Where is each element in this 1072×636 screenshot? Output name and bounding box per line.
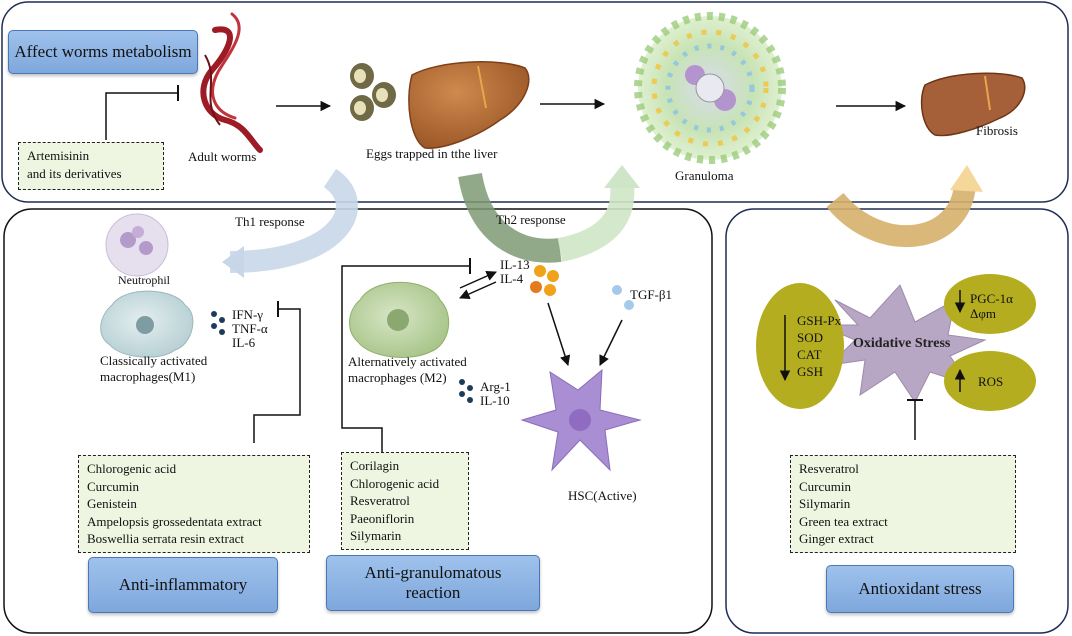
th2-cytokine-icon [530, 265, 559, 296]
list-item: Genistein [87, 496, 137, 511]
th2-arrow [557, 183, 635, 262]
fibrosis-label: Fibrosis [976, 123, 1018, 138]
th1-arrow [229, 168, 358, 273]
eggs-icon [350, 63, 396, 121]
antioxidant-stress-button[interactable]: Antioxidant stress [826, 565, 1014, 613]
middle-panel [3, 208, 713, 634]
tgf-label: TGF-β1 [630, 287, 673, 302]
adult-worms-label: Adult worms [188, 149, 257, 164]
eggs-label: Eggs trapped in tthe liver [366, 146, 498, 161]
cytokine-dots-icon [211, 311, 473, 403]
anti-granulomatous-line1: Anti-granulomatous [364, 563, 502, 582]
macrophage-m1-icon [100, 290, 194, 358]
list-item: Chlorogenic acid [350, 475, 440, 491]
macrophage-m2-icon [349, 281, 450, 358]
fibrosis-arrow-head [950, 165, 983, 192]
anti-granulomatous-line2: reaction [405, 583, 461, 602]
list-item: Green tea extract [799, 513, 888, 529]
hsc-icon [520, 368, 642, 472]
list-item: Ampelopsis grossedentata extract [87, 513, 262, 529]
list-item: Corilagin [350, 458, 400, 473]
list-item: Paeoniflorin [350, 510, 415, 526]
artemisinin-inhibition [105, 92, 178, 140]
oxidative-stress-label: Oxidative Stress [853, 336, 951, 351]
list-item: Silymarin [350, 528, 402, 543]
list-item: Curcumin [87, 478, 139, 494]
ros-ellipse [944, 351, 1036, 411]
list-item: Ginger extract [799, 531, 874, 546]
affect-worms-metabolism-button[interactable]: Affect worms metabolism [8, 30, 198, 74]
hsc-label: HSC(Active) [568, 488, 637, 503]
tgf-dots-icon [612, 285, 634, 310]
ros-label: ROS [978, 374, 1004, 389]
th2-arrow-head [604, 165, 640, 188]
anti-granulomatous-button[interactable]: Anti-granulomatous reaction [326, 555, 540, 611]
anti-granulomatous-drug-list: Corilagin Chlorogenic acid Resveratrol P… [341, 452, 469, 550]
liver-icon [408, 61, 530, 149]
th2-response-label: Th2 response [496, 212, 566, 227]
list-item: Boswellia serrata resin extract [87, 531, 245, 546]
fibrotic-liver-icon [920, 72, 1026, 137]
list-item: Resveratrol [799, 461, 859, 476]
oxidative-stress-star [819, 284, 987, 403]
neutrophil-label: Neutrophil [118, 273, 170, 287]
worm-icon [200, 12, 263, 153]
list-item: Curcumin [799, 478, 851, 494]
fibrosis-arrow [826, 183, 976, 248]
anti-inflammatory-button[interactable]: Anti-inflammatory [88, 557, 278, 613]
enzymes-ellipse [756, 283, 844, 409]
top-panel [1, 1, 1069, 203]
antioxidant-drug-list: Resveratrol Curcumin Silymarin Green tea… [790, 455, 1016, 553]
list-item: Resveratrol [350, 493, 410, 508]
right-panel [725, 208, 1069, 634]
anti-inflammatory-drug-list: Chlorogenic acid Curcumin Genistein Ampe… [78, 455, 310, 553]
granuloma-icon [634, 12, 786, 164]
th2-arrow-stem [458, 172, 562, 263]
th1-response-label: Th1 response [235, 214, 305, 229]
th1-arrow-head [222, 246, 244, 278]
pgc-ellipse [944, 274, 1036, 334]
list-item: Chlorogenic acid [87, 461, 177, 476]
granuloma-label: Granuloma [675, 168, 734, 183]
neutrophil-icon [105, 213, 169, 277]
list-item: Silymarin [799, 496, 851, 511]
